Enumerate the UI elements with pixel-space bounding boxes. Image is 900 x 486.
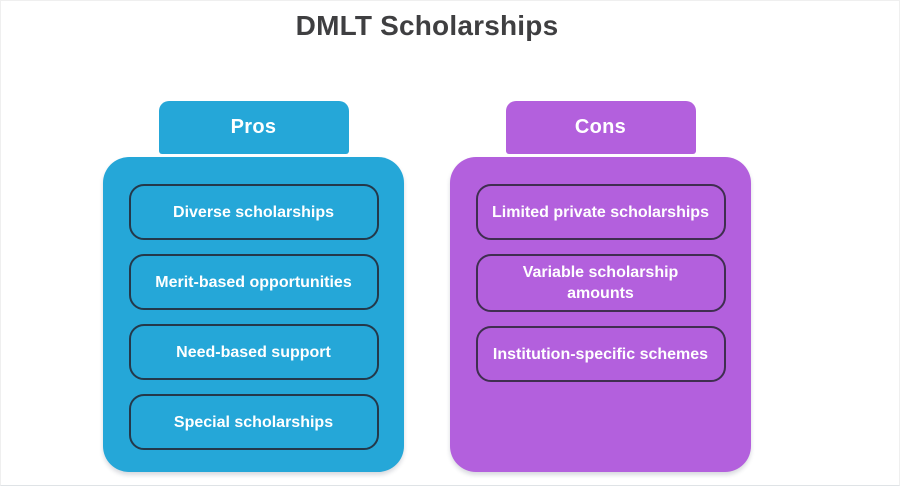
cons-item: Variable scholarship amounts — [475, 254, 726, 312]
cons-item: Institution-specific schemes — [475, 326, 726, 382]
pros-column: Pros Diverse scholarships Merit-based op… — [103, 101, 404, 472]
pros-item: Merit-based opportunities — [128, 254, 379, 310]
pros-header-tab: Pros — [158, 101, 349, 154]
pros-cons-columns: Pros Diverse scholarships Merit-based op… — [103, 101, 751, 472]
pros-item: Special scholarships — [128, 394, 379, 450]
pros-panel: Diverse scholarships Merit-based opportu… — [103, 157, 404, 472]
pros-item: Diverse scholarships — [128, 184, 379, 240]
cons-item: Limited private scholarships — [475, 184, 726, 240]
page-title: DMLT Scholarships — [295, 10, 559, 41]
pros-item: Need-based support — [128, 324, 379, 380]
cons-column: Cons Limited private scholarships Variab… — [450, 101, 751, 472]
cons-header-tab: Cons — [505, 101, 696, 154]
cons-panel: Limited private scholarships Variable sc… — [450, 157, 751, 472]
